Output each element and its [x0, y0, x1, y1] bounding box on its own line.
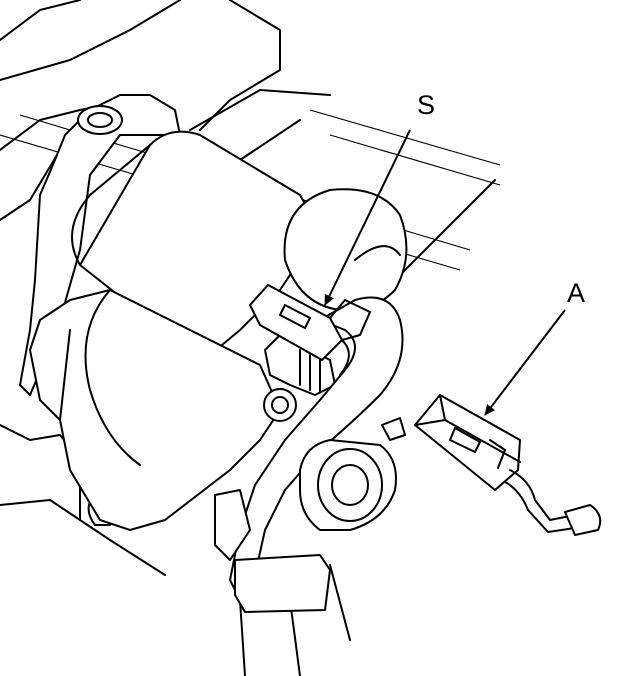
callout-s-label: S — [417, 90, 435, 120]
mounting-bolt — [381, 417, 406, 441]
motor-body — [29, 289, 281, 531]
connector-a — [414, 394, 521, 491]
callout-s-leader — [324, 129, 411, 306]
callout-s: S — [324, 90, 435, 306]
cable-bracket — [214, 489, 351, 641]
terminal-bolt — [263, 334, 336, 422]
callout-a-label: A — [567, 278, 585, 308]
cable-boss — [299, 439, 397, 531]
connector-s — [249, 284, 371, 361]
connector-a-wire — [504, 469, 602, 536]
callout-a-leader — [484, 309, 566, 416]
callout-a: A — [484, 278, 585, 416]
